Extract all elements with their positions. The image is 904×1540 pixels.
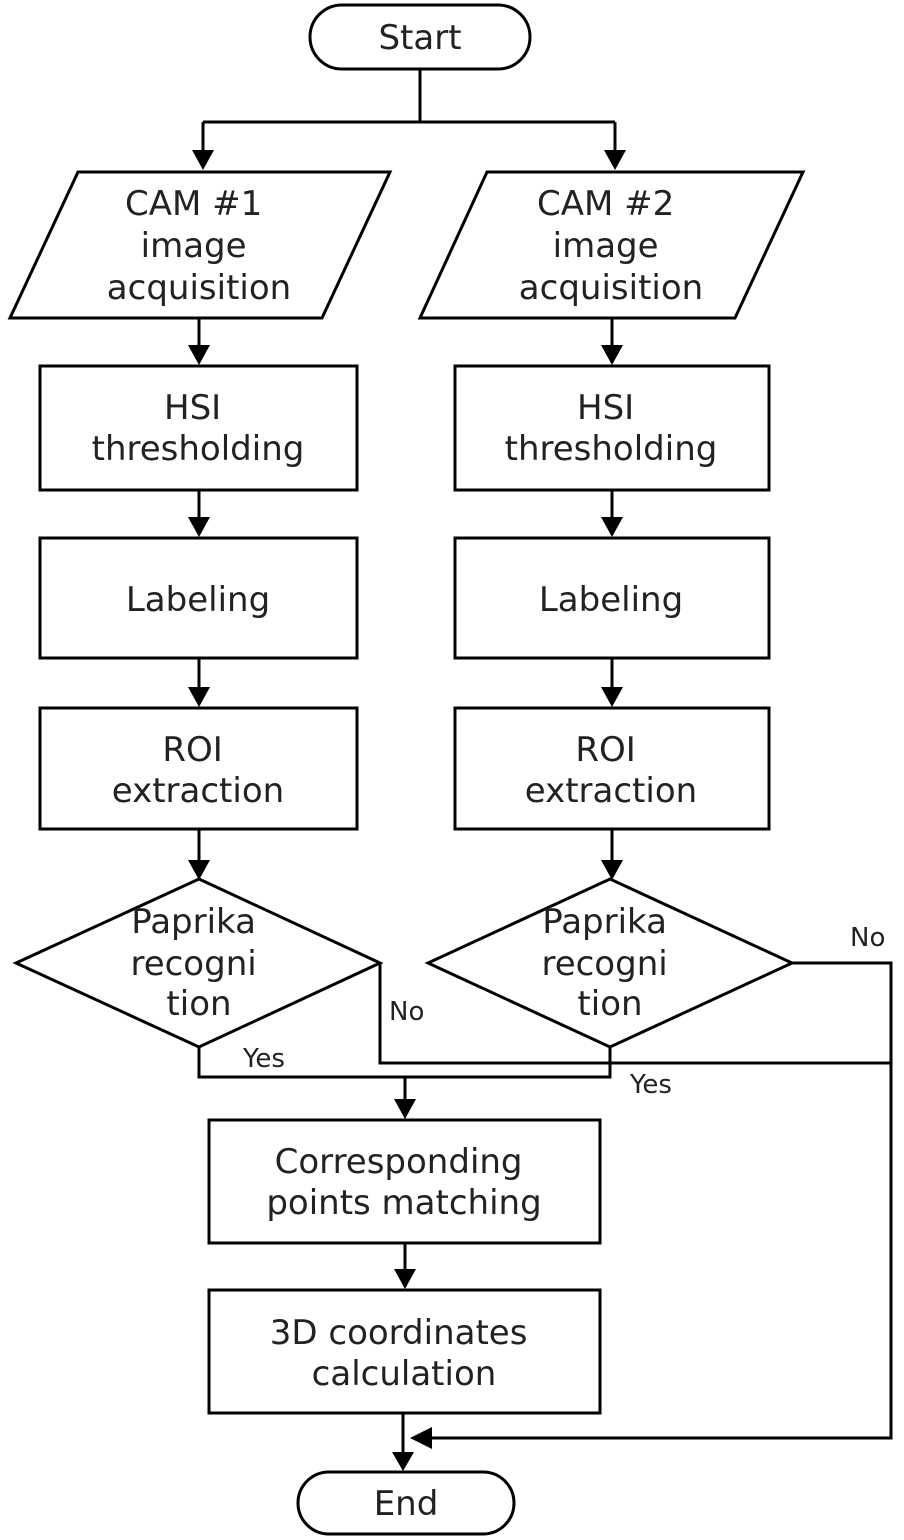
cam2-yes-label: Yes	[629, 1070, 672, 1100]
edge-start-split	[201, 68, 617, 160]
cam1-acquisition-line-1: CAM #1	[125, 184, 262, 224]
svg-text:HSI thresholding: HSI thresholding	[92, 388, 305, 469]
matching-line-1: Corresponding	[275, 1142, 523, 1182]
arrowhead-cam2-acq	[604, 150, 626, 170]
svg-text:CAM #2 image acqui: CAM #2 image acquisition	[519, 184, 703, 308]
cam2-acquisition-line-2: image	[553, 226, 659, 266]
arrowhead-cam2-labeling	[601, 517, 623, 537]
edge-cam1-no	[378, 963, 891, 1065]
cam1-labeling-label: Labeling	[126, 580, 270, 620]
arrowhead-cam1-recognition	[188, 860, 210, 880]
arrowheads	[188, 150, 626, 1471]
cam2-no-label: No	[850, 923, 885, 953]
arrowhead-cam1-hsi	[188, 345, 210, 365]
cam2-recognition-decision: Paprika recogni tion	[424, 877, 796, 1049]
cam1-recognition-decision: Paprika recogni tion	[12, 877, 384, 1049]
cam1-acquisition-node: CAM #1 image acquisition	[7, 170, 393, 320]
svg-text:HSI thresholding: HSI thresholding	[505, 388, 718, 469]
cam1-labeling-node: Labeling	[38, 536, 359, 660]
matching-line-2: points matching	[266, 1183, 541, 1223]
cam2-acquisition-line-3: acquisition	[519, 268, 703, 308]
arrowhead-end	[392, 1452, 414, 1471]
calculation-line-2: calculation	[312, 1354, 497, 1394]
cam2-acquisition-line-1: CAM #2	[537, 184, 674, 224]
svg-text:3D coordinates calculati: 3D coordinates calculation	[270, 1313, 539, 1394]
arrowhead-cam2-hsi	[601, 345, 623, 365]
cam1-hsi-line-1: HSI	[164, 388, 221, 428]
cam2-roi-node: ROI extraction	[453, 706, 771, 831]
arrowhead-cam2-roi	[601, 687, 623, 707]
end-label: End	[374, 1484, 439, 1524]
cam1-hsi-node: HSI thresholding	[38, 364, 359, 492]
arrowhead-cam2-recognition	[601, 860, 623, 880]
cam2-hsi-line-2: thresholding	[505, 429, 718, 469]
cam1-hsi-line-2: thresholding	[92, 429, 305, 469]
cam1-roi-node: ROI extraction	[38, 706, 359, 831]
svg-text:ROI extraction: ROI extraction	[525, 730, 697, 811]
cam2-roi-line-1: ROI	[575, 730, 635, 770]
cam2-roi-line-2: extraction	[525, 771, 697, 811]
cam2-hsi-node: HSI thresholding	[453, 364, 771, 492]
end-terminal: End	[296, 1470, 516, 1536]
edge-cam2-no	[420, 961, 893, 1440]
cam1-roi-line-2: extraction	[112, 771, 284, 811]
svg-text:CAM #1 image acqui: CAM #1 image acquisition	[107, 184, 291, 308]
cam1-yes-label: Yes	[242, 1044, 285, 1074]
cam2-recognition-line-1: Paprika	[542, 902, 667, 942]
cam1-recognition-line-3: tion	[166, 984, 231, 1024]
cam1-no-label: No	[389, 997, 424, 1027]
arrowhead-calculation	[394, 1269, 416, 1289]
arrowhead-cam1-acq	[192, 150, 214, 170]
arrowhead-cam1-labeling	[188, 517, 210, 537]
cam1-recognition-line-1: Paprika	[131, 902, 256, 942]
cam2-acquisition-node: CAM #2 image acquisition	[417, 170, 806, 320]
edges	[197, 68, 893, 1458]
svg-text:Corresponding points mat: Corresponding points matching	[266, 1142, 541, 1223]
arrowhead-no-return	[410, 1427, 432, 1449]
start-label: Start	[378, 18, 461, 58]
matching-node: Corresponding points matching	[207, 1118, 602, 1245]
cam1-acquisition-line-2: image	[141, 226, 247, 266]
cam1-acquisition-line-3: acquisition	[107, 268, 291, 308]
calculation-line-1: 3D coordinates	[270, 1313, 528, 1353]
cam2-labeling-label: Labeling	[539, 580, 683, 620]
start-terminal: Start	[308, 3, 532, 71]
calculation-node: 3D coordinates calculation	[207, 1288, 602, 1415]
cam1-roi-line-1: ROI	[162, 730, 222, 770]
cam2-labeling-node: Labeling	[453, 536, 771, 660]
arrowhead-matching	[394, 1099, 416, 1119]
svg-text:Paprika recogni ti: Paprika recogni tion	[541, 902, 678, 1024]
cam2-recognition-line-2: recogni	[541, 944, 667, 984]
svg-text:Paprika recogni ti: Paprika recogni tion	[130, 902, 267, 1024]
cam2-hsi-line-1: HSI	[577, 388, 634, 428]
arrowhead-cam1-roi	[188, 687, 210, 707]
svg-text:ROI extraction: ROI extraction	[112, 730, 284, 811]
cam1-recognition-line-2: recogni	[130, 944, 256, 984]
cam2-recognition-line-3: tion	[577, 984, 642, 1024]
